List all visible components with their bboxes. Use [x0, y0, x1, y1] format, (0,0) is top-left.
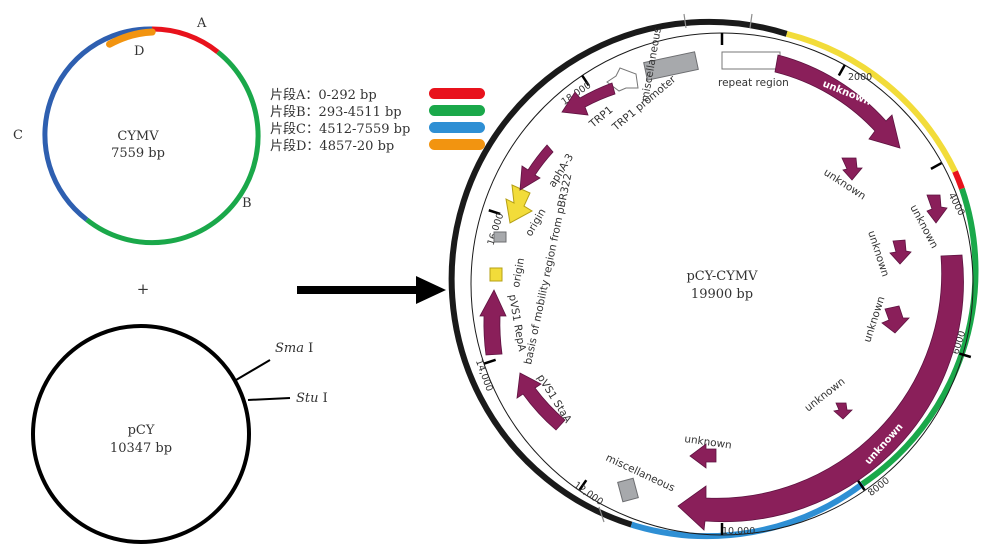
pcy-cymv-plasmid-map: 2000 4000 6000 8000 10,000 12,000 14,000… [448, 13, 979, 540]
scale-ticks [483, 33, 972, 535]
apha3-arrow [519, 144, 554, 191]
legend-swatch-b [429, 105, 485, 116]
legend-item-d-text: 片段D：4857-20 bp [270, 139, 394, 154]
trp1-label: TRP1 [586, 104, 615, 131]
pcy-cymv-size: 19900 bp [691, 287, 753, 302]
pcy-plasmid-map: Sma I Stu I pCY 10347 bp [31, 324, 328, 544]
legend-swatch-c [429, 122, 485, 133]
pvs1-staa-arrow [516, 372, 566, 431]
construction-arrow [297, 276, 446, 304]
sma-i-site-line [235, 359, 271, 381]
legend-item-c-text: 片段C：4512-7559 bp [270, 122, 410, 137]
cymv-size: 7559 bp [111, 146, 165, 161]
legend-item-a-text: 片段A：0-292 bp [270, 88, 377, 103]
trp1-arrow [561, 82, 616, 116]
backbone-arc-black [448, 18, 788, 528]
origin-pbr322-yellow-arrow [505, 184, 533, 224]
legend-swatch-d [429, 139, 485, 150]
stu-i-site-line [247, 397, 291, 401]
origin-yellow-box [489, 267, 503, 282]
backbone-grey-marks [598, 13, 753, 523]
cymv-label-b: B [242, 196, 252, 211]
cymv-segment-c-arc [42, 26, 153, 222]
mobility-region-label: basis of mobility region from pBR322 [522, 172, 574, 365]
pvs1-repa-arrow [479, 289, 507, 356]
unknown-big-arrow-2 [677, 254, 964, 531]
miscellaneous-box-2 [617, 477, 639, 503]
segment-legend: 片段A：0-292 bp 片段B：293-4511 bp 片段C：4512-75… [270, 88, 485, 154]
pcy-backbone-circle [31, 324, 251, 544]
tick-label-10000: 10,000 [722, 526, 755, 537]
feature-arrows [479, 54, 964, 531]
pcy-name: pCY [128, 423, 155, 438]
unknown-arrow-2 [926, 194, 948, 224]
cymv-label-a: A [196, 16, 207, 31]
unknown-arrow-6 [689, 443, 717, 469]
backbone-arc-yellow [785, 30, 958, 173]
plus-sign: + [137, 280, 150, 298]
backbone-arc-red [952, 170, 965, 190]
legend-swatch-a [429, 88, 485, 99]
legend-item-b-text: 片段B：293-4511 bp [270, 105, 402, 120]
stu-i-label: Stu I [296, 391, 328, 406]
cymv-segment-a-arc [152, 26, 220, 54]
cymv-plasmid-map: A D B C CYMV 7559 bp [13, 16, 261, 246]
repeat-region-label: repeat region [718, 77, 789, 89]
sma-i-label: Sma I [275, 341, 313, 356]
miscellaneous-box-1 [643, 51, 699, 81]
origin2-label: origin [510, 257, 527, 289]
repeat-region-box [721, 51, 781, 70]
cymv-label-d: D [134, 44, 144, 59]
unknown-big-arrow-1 [774, 54, 901, 149]
unknown-arrow-4 [881, 305, 910, 334]
backbone-arc-blue [630, 481, 865, 540]
tick-label-2000: 2000 [848, 72, 872, 83]
origin-grey-box [493, 231, 507, 243]
unknown-label-4: unknown [861, 295, 887, 344]
cymv-segment-d-arc [106, 28, 156, 48]
pcy-size: 10347 bp [110, 441, 172, 456]
cymv-segment-b-arc [85, 50, 261, 246]
misc2-label: miscellaneous [604, 452, 677, 494]
cymv-name: CYMV [117, 129, 159, 144]
unknown-label-3: unknown [865, 229, 891, 278]
unknown-arrow-1 [841, 157, 863, 181]
unknown-arrow-3 [889, 239, 912, 265]
unknown-arrow-5 [833, 402, 853, 420]
cymv-label-c: C [13, 128, 23, 143]
pvs1-repa-label: pVS1 RepA [506, 293, 528, 353]
pcy-cymv-name: pCY-CYMV [686, 269, 758, 284]
